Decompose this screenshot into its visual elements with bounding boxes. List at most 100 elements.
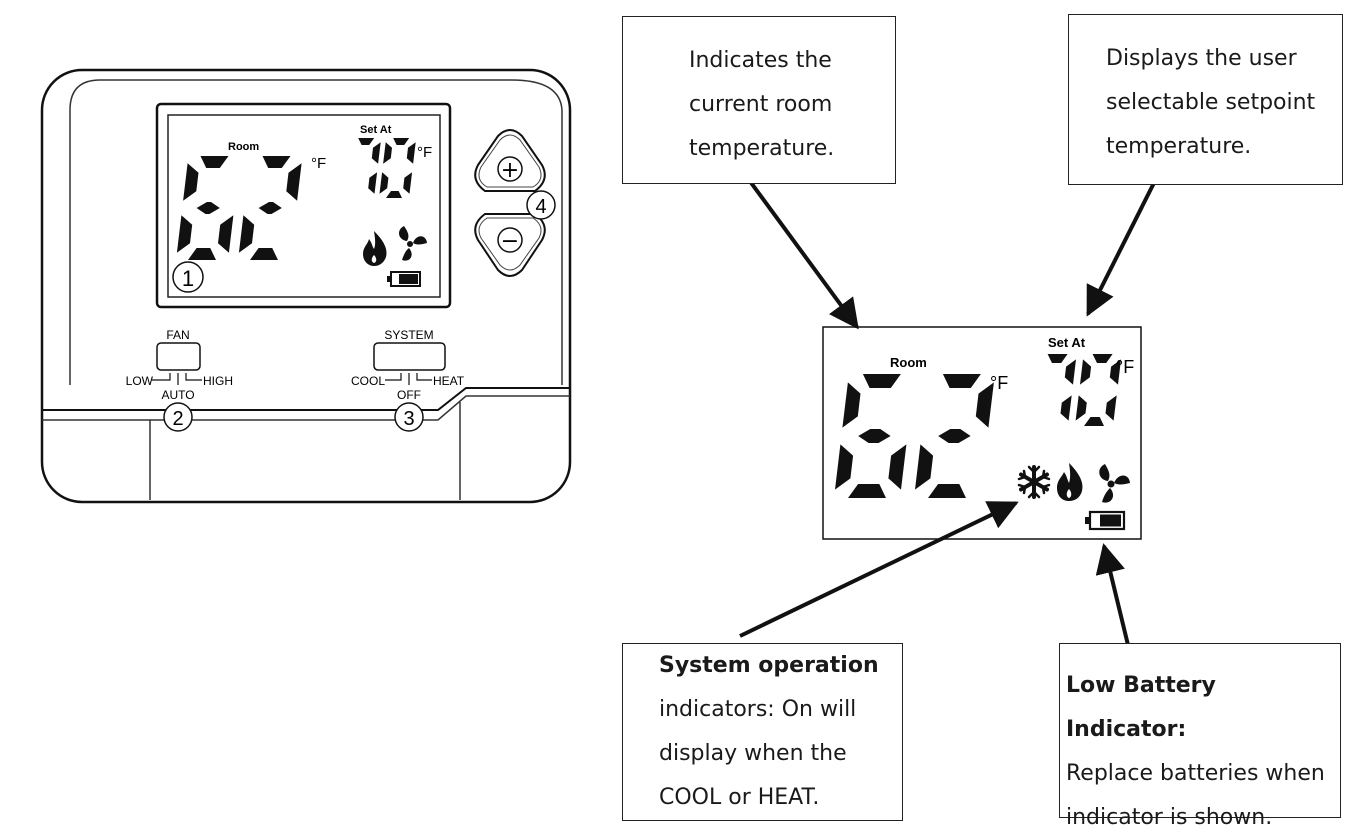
segment-d [1084, 417, 1104, 426]
segment-e [238, 215, 255, 253]
plus-icon-ring [497, 156, 523, 182]
segment-f [842, 382, 861, 428]
system-note-title: System operation [659, 653, 879, 678]
segment-b [1109, 359, 1121, 385]
callout-2-label: 2 [172, 408, 183, 430]
segment-c [403, 172, 413, 194]
digit-0 [1075, 354, 1121, 426]
segment-d [928, 484, 966, 498]
thermostat-illustration: Room Set At °F °F 1 [40, 68, 572, 504]
segment-a [942, 374, 981, 388]
segment-g [258, 202, 282, 214]
segment-f [183, 163, 199, 201]
fan-high-label: HIGH [203, 374, 233, 388]
segment-a [862, 374, 901, 388]
detail-flame-icon [1057, 463, 1083, 501]
minus-icon: − [501, 229, 519, 254]
room-temp-note-line2: current room [689, 92, 833, 117]
minus-icon-ring [497, 227, 523, 253]
detail-setpoint-temperature-digits [1047, 354, 1121, 426]
room-temp-note-line3: temperature. [689, 136, 835, 161]
setpoint-arrow [1086, 164, 1165, 317]
room-unit-label: °F [311, 155, 326, 172]
segment-f [383, 142, 392, 164]
temperature-up-button[interactable]: + [474, 129, 546, 192]
system-indicator-arrow [739, 501, 1019, 638]
temperature-down-button[interactable]: − [474, 213, 546, 277]
set-at-label: Set At [360, 124, 392, 136]
segment-d [848, 484, 886, 498]
setpoint-annotation: Displays the user selectable setpoint te… [1068, 14, 1343, 185]
battery-icon [387, 271, 421, 287]
segment-b [975, 382, 994, 428]
callout-1-label: 1 [182, 266, 194, 291]
digit-7 [358, 138, 381, 194]
detail-room-temperature-digits [835, 374, 994, 498]
segment-f [1080, 359, 1092, 385]
fan-low-label: LOW [126, 374, 154, 388]
system-switch[interactable] [373, 342, 446, 371]
system-off-label: OFF [397, 388, 421, 402]
detail-room-label: Room [890, 355, 927, 370]
system-switch-label: SYSTEM [384, 328, 433, 342]
plus-icon: + [501, 158, 519, 183]
segment-b [371, 142, 381, 164]
segment-e [1075, 395, 1087, 421]
fan-auto-label: AUTO [161, 388, 194, 402]
digit-2 [915, 374, 994, 498]
battery-note-line1: Replace batteries when [1066, 761, 1325, 786]
enlarged-display: Room Set At °F °F [822, 326, 1142, 540]
detail-battery-icon [1085, 510, 1126, 531]
detail-set-at-label: Set At [1048, 335, 1086, 350]
setpoint-note-line1: Displays the user [1106, 46, 1297, 71]
segment-a [358, 138, 375, 145]
callout-2-circle [163, 402, 193, 432]
segment-d [386, 191, 402, 198]
segment-c [368, 172, 378, 194]
system-heat-label: HEAT [433, 374, 465, 388]
segment-b [1064, 359, 1076, 385]
system-note-line2: display when the [659, 741, 847, 766]
segment-g [858, 429, 891, 443]
battery-note-title: Low Battery Indicator: [1066, 673, 1216, 742]
system-indicator-annotation: System operation indicators: On will dis… [622, 643, 903, 821]
room-temp-annotation: Indicates the current room temperature. [622, 16, 896, 184]
system-cool-label: COOL [351, 374, 385, 388]
snowflake-icon [1017, 465, 1051, 499]
room-temp-note-line1: Indicates the [689, 48, 832, 73]
setpoint-temperature-digits [358, 138, 416, 198]
segment-a [1047, 354, 1068, 363]
setpoint-note-line2: selectable setpoint [1106, 90, 1316, 115]
fan-switch-label: FAN [166, 328, 189, 342]
digit-7 [1047, 354, 1076, 421]
segment-a [1092, 354, 1113, 363]
callout-3-label: 3 [403, 408, 414, 430]
callout-1-circle [172, 261, 204, 293]
segment-a [262, 156, 291, 168]
callout-4-label: 4 [535, 196, 546, 218]
system-note-line3: COOL or HEAT. [659, 785, 820, 810]
callout-3-circle [394, 402, 424, 432]
system-note-line1: indicators: On will [659, 697, 857, 722]
annotation-arrows [736, 163, 1165, 679]
segment-g [938, 429, 971, 443]
segment-e [835, 444, 854, 490]
flame-icon [363, 231, 387, 266]
room-temp-arrow [736, 163, 859, 330]
room-label: Room [228, 141, 259, 153]
detail-fan-icon [1099, 464, 1130, 503]
detail-room-unit: °F [990, 373, 1008, 393]
callout-4-circle [526, 190, 556, 220]
digit-2 [238, 156, 302, 260]
thermostat-lower-panel [42, 387, 570, 411]
segment-d [250, 248, 278, 260]
segment-g [196, 202, 220, 214]
segment-d [188, 248, 216, 260]
segment-b [406, 142, 416, 164]
digit-0 [379, 138, 416, 198]
segment-a [393, 138, 410, 145]
set-unit-label: °F [417, 144, 432, 161]
segment-a [200, 156, 229, 168]
battery-note-line2: indicator is shown. [1066, 805, 1273, 830]
fan-switch[interactable] [156, 342, 201, 371]
